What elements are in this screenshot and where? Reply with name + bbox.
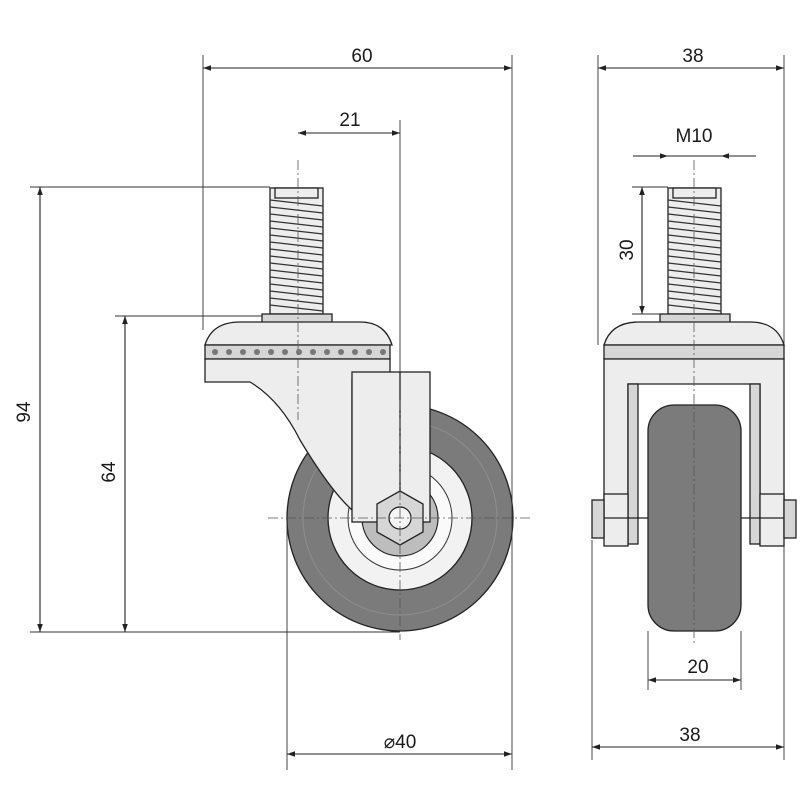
dim-stem-offset: 21 [339,110,360,131]
dim-wheel-height: 64 [99,461,120,483]
side-threaded-stem [667,187,722,315]
stem-tip [274,187,319,199]
side-stem-tip [672,187,717,199]
dim-wheel-width: 20 [687,657,708,678]
side-fork-leg-right [759,493,785,547]
side-axle-nut-right [783,499,797,539]
side-wheel-tire [647,404,742,632]
stem-threads [269,199,324,312]
dim-side-width-bottom: 38 [679,725,700,746]
bearing-balls [212,349,386,355]
side-top-plate [603,321,785,346]
threaded-stem [269,187,324,315]
side-view [591,160,797,645]
dimension-lines [30,55,785,770]
side-fork-inner-left [627,383,639,545]
swivel-top-plate [204,321,393,346]
side-fork-leg-left [603,493,629,547]
dim-side-width-top: 38 [682,46,703,67]
dim-thread-size: M10 [676,126,713,147]
dimension-labels: 60 21 94 64 ⌀40 38 M10 30 20 38 [14,46,712,753]
side-fork-inner-right [749,383,761,545]
dim-overall-height: 94 [14,401,35,423]
dim-overall-width: 60 [351,46,372,67]
side-axle-nut-left [591,499,605,539]
dim-thread-length: 30 [617,239,638,260]
dim-wheel-diameter: ⌀40 [384,732,417,753]
front-view [204,160,530,640]
